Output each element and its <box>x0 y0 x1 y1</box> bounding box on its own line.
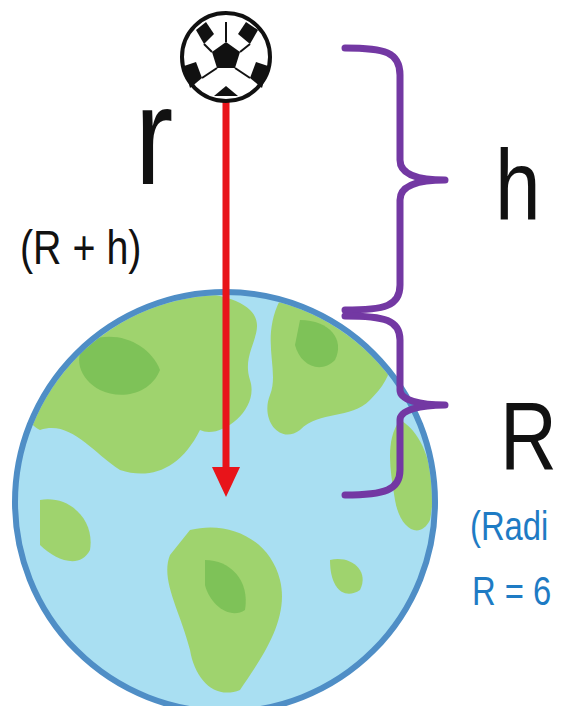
radius-note: (Radi <box>470 506 548 546</box>
radius-symbol: r <box>135 66 173 206</box>
brace <box>345 48 445 495</box>
soccer-ball <box>182 13 270 101</box>
radius-formula: (R + h) <box>20 224 141 272</box>
earth-radius-symbol: R <box>500 389 557 485</box>
radius-value: R = 6 <box>472 571 551 611</box>
height-symbol: h <box>495 135 541 235</box>
